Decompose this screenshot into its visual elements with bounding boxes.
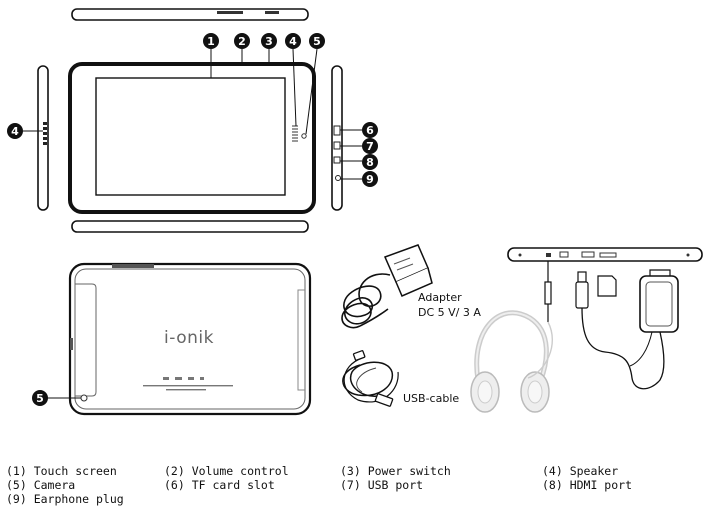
tablet-top-edge <box>72 9 308 20</box>
legend-item-8: (8) HDMI port <box>542 478 632 492</box>
svg-text:2: 2 <box>238 35 246 48</box>
usb-cable-label: USB-cable <box>403 392 459 405</box>
svg-text:5: 5 <box>36 392 44 405</box>
svg-text:5: 5 <box>313 35 321 48</box>
tablet-left-side <box>21 66 48 210</box>
back-camera-icon <box>81 395 87 401</box>
svg-text:9: 9 <box>366 173 374 186</box>
svg-text:8: 8 <box>366 156 374 169</box>
svg-text:3: 3 <box>265 35 273 48</box>
callout-8: 8 <box>362 154 378 170</box>
legend-item-5: (5) Camera <box>6 478 75 492</box>
callout-2: 2 <box>234 33 250 49</box>
callout-5-top: 5 <box>309 33 325 49</box>
earphones <box>471 313 552 412</box>
tablet-side-connection-view <box>508 248 702 332</box>
svg-text:4: 4 <box>11 125 19 138</box>
tablet-back-view: i-onik <box>70 264 310 414</box>
callout-1: 1 <box>203 33 219 49</box>
adapter-spec-label: DC 5 V/ 3 A <box>418 306 481 319</box>
svg-text:4: 4 <box>289 35 297 48</box>
brand-logo: i-onik <box>164 328 214 348</box>
legend-item-4: (4) Speaker <box>542 464 618 478</box>
charger-cable-branch <box>630 332 652 366</box>
legend-item-1: (1) Touch screen <box>6 464 117 478</box>
legend-item-2: (2) Volume control <box>164 464 289 478</box>
callout-7: 7 <box>362 138 378 154</box>
callout-3: 3 <box>261 33 277 49</box>
parts-legend: (1) Touch screen (2) Volume control (3) … <box>0 462 706 504</box>
tablet-right-side <box>332 66 362 210</box>
legend-item-6: (6) TF card slot <box>164 478 275 492</box>
callout-4-top: 4 <box>285 33 301 49</box>
tablet-bottom-edge <box>72 221 308 232</box>
svg-text:7: 7 <box>366 140 374 153</box>
callout-5-back: 5 <box>32 390 48 406</box>
callout-4-left: 4 <box>7 123 23 139</box>
usb-cable <box>343 350 398 406</box>
legend-item-3: (3) Power switch <box>340 464 451 478</box>
callout-6: 6 <box>362 122 378 138</box>
adapter-label: Adapter <box>418 291 462 304</box>
legend-item-7: (7) USB port <box>340 478 423 492</box>
tablet-front-view <box>70 64 314 212</box>
svg-text:6: 6 <box>366 124 374 137</box>
svg-text:1: 1 <box>207 35 215 48</box>
callout-9: 9 <box>362 171 378 187</box>
